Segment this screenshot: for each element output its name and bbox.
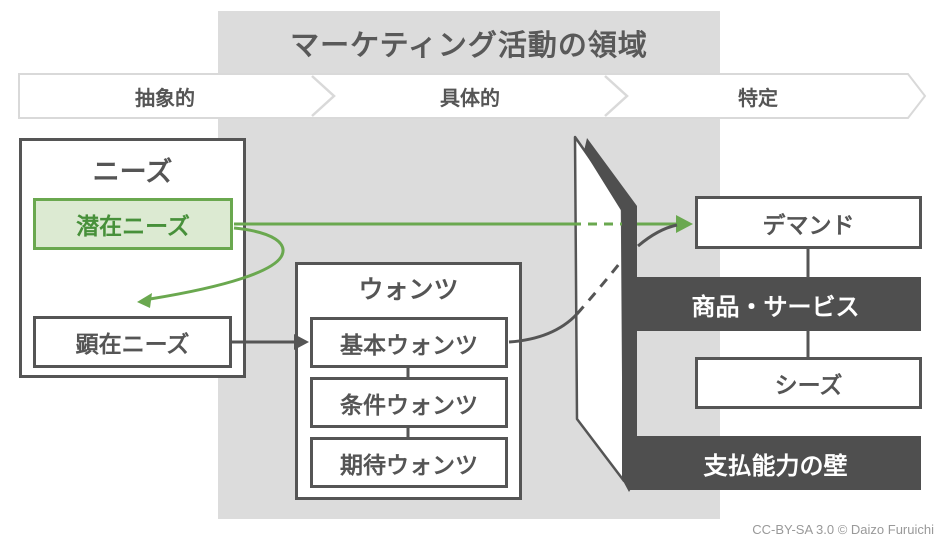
latent-needs-box: 潜在ニーズ <box>33 198 233 250</box>
basic-wants-box: 基本ウォンツ <box>310 317 508 368</box>
band-label-specific: 特定 <box>738 88 778 110</box>
seeds-box: シーズ <box>695 357 922 409</box>
band-label-concrete: 具体的 <box>440 88 500 110</box>
band-label-abstract: 抽象的 <box>135 88 195 110</box>
diagram-title: マーケティング活動の領域 <box>290 30 648 62</box>
manifest-needs-box: 顕在ニーズ <box>33 316 232 368</box>
payment-ability-wall-bar: 支払能力の壁 <box>630 436 921 490</box>
license-credit: CC-BY-SA 3.0 © Daizo Furuichi <box>752 522 934 537</box>
wants-group-title: ウォンツ <box>358 276 459 304</box>
condition-wants-box: 条件ウォンツ <box>310 377 508 428</box>
needs-group-title: ニーズ <box>92 157 173 187</box>
demand-box: デマンド <box>695 196 922 249</box>
expectation-wants-box: 期待ウォンツ <box>310 437 508 488</box>
products-services-bar: 商品・サービス <box>630 277 921 331</box>
